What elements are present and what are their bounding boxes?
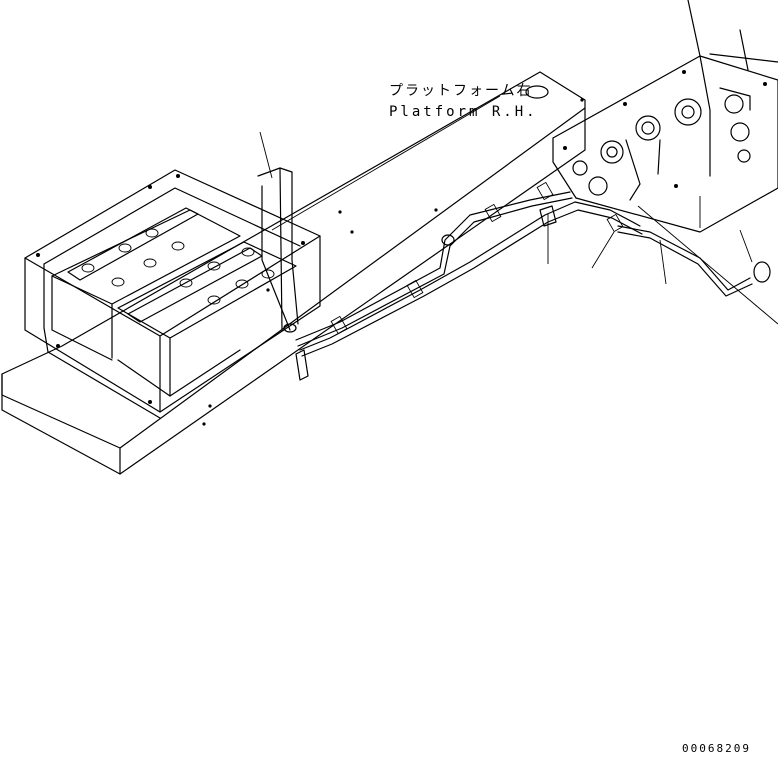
battery-terminals bbox=[81, 228, 275, 305]
platform-rh-label-jp: プラットフォーム右 bbox=[389, 83, 533, 99]
deck-fasteners bbox=[202, 98, 584, 426]
platform-deck bbox=[1, 71, 586, 475]
cable-harness bbox=[295, 181, 771, 357]
platform-rh-label-en: Platform R.H. bbox=[389, 104, 538, 120]
electrical-panel bbox=[552, 0, 778, 233]
leader-lines bbox=[259, 95, 778, 325]
battery-clamp-rod bbox=[257, 167, 299, 333]
harness-bracket bbox=[295, 205, 557, 381]
drawing-number: 00068209 bbox=[682, 742, 751, 755]
battery-box bbox=[24, 169, 321, 419]
